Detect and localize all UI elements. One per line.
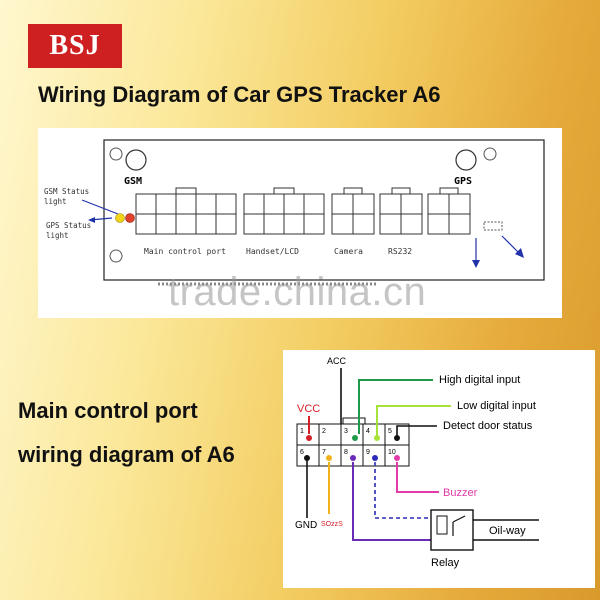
gsm-status-arrow [81,199,119,215]
pin-number-5: 5 [388,428,392,435]
pin-number-3: 3 [344,428,348,435]
relay-coil [436,515,448,535]
pin-number-10: 10 [388,449,396,456]
pin-number-6: 6 [300,449,304,456]
gsm-status-label-line2: light [44,197,67,206]
pin-3-dot [352,435,358,441]
port-label-handset-lcd: Handset/LCD [246,247,299,256]
wiring-diagram-svg: 1 2 3 4 5 6 7 8 9 10 ACC High digital in… [295,356,539,569]
down-arrowhead [472,260,480,268]
mount-hole-bottom-left [109,249,123,263]
mount-hole-top-right [483,147,497,161]
auxiliary-connector [427,187,471,235]
side-title-line1: Main control port [18,398,198,423]
pin-number-2: 2 [322,428,326,435]
handset-lcd-connector [243,187,325,235]
page-title: Wiring Diagram of Car GPS Tracker A6 [38,82,441,107]
camera-connector [331,187,375,235]
connector-latch [342,417,366,425]
gps-status-led [125,213,135,223]
door-status-label: Detect door status [443,420,533,432]
pin-8-dot [350,455,356,461]
pin-4-dot [374,435,380,441]
diagonal-arrowhead [515,248,524,258]
low-input-wire [376,405,451,438]
gps-status-label-line2: light [46,231,69,240]
rs232-connector [379,187,423,235]
relay-control-wire [374,462,431,519]
mount-hole-top-left [109,147,123,161]
pin-number-1: 1 [300,428,304,435]
buzzer-wire [396,462,439,493]
wiring-diagram: 1 2 3 4 5 6 7 8 9 10 ACC High digital in… [283,350,595,588]
pin-9-dot [372,455,378,461]
high-input-label: High digital input [439,374,520,386]
pin-1-dot [306,435,312,441]
pin-number-9: 9 [366,449,370,456]
gsm-label: GSM [124,176,142,187]
gps-antenna-socket [455,149,477,171]
gsm-status-label-line1: GSM Status [44,187,89,196]
pin-number-4: 4 [366,428,370,435]
relay-coil-wire [352,462,431,541]
pin-5-dot [394,435,400,441]
gsm-status-led [115,213,125,223]
small-indicator-block [483,221,503,231]
side-title-line2: wiring diagram of A6 [18,442,235,467]
high-input-wire [358,379,433,434]
port-label-rs232: RS232 [388,247,412,256]
relay-label: Relay [431,557,460,569]
gnd-label: GND [295,520,317,531]
oilway-label: Oil-way [489,525,526,537]
brand-logo: BSJ [28,24,122,68]
vcc-label: VCC [297,403,320,415]
low-input-label: Low digital input [457,400,536,412]
device-panel-svg: GSM GPS GSM Status light GPS Status ligh… [44,139,545,286]
pin-6-dot [304,455,310,461]
acc-label: ACC [327,356,347,366]
device-panel-diagram: GSM GPS GSM Status light GPS Status ligh… [38,128,562,318]
pin-number-7: 7 [322,449,326,456]
relay-switch [452,515,466,523]
relay-box [430,509,474,551]
sos-label: SOzzS [321,521,343,528]
main-control-port-connector [135,187,237,235]
port-label-camera: Camera [334,247,363,256]
gps-status-label-line1: GPS Status [46,221,91,230]
pin-number-8: 8 [344,449,348,456]
door-status-wire [396,425,437,438]
gps-status-arrowhead [88,217,95,223]
pin-7-dot [326,455,332,461]
pin-10-dot [394,455,400,461]
gsm-antenna-socket [125,149,147,171]
diagonal-arrow-line [501,235,519,253]
port-label-main-control: Main control port [144,247,226,256]
gps-label: GPS [454,176,472,187]
watermark-text: trade.china.cn [168,270,427,314]
buzzer-label: Buzzer [443,487,478,499]
